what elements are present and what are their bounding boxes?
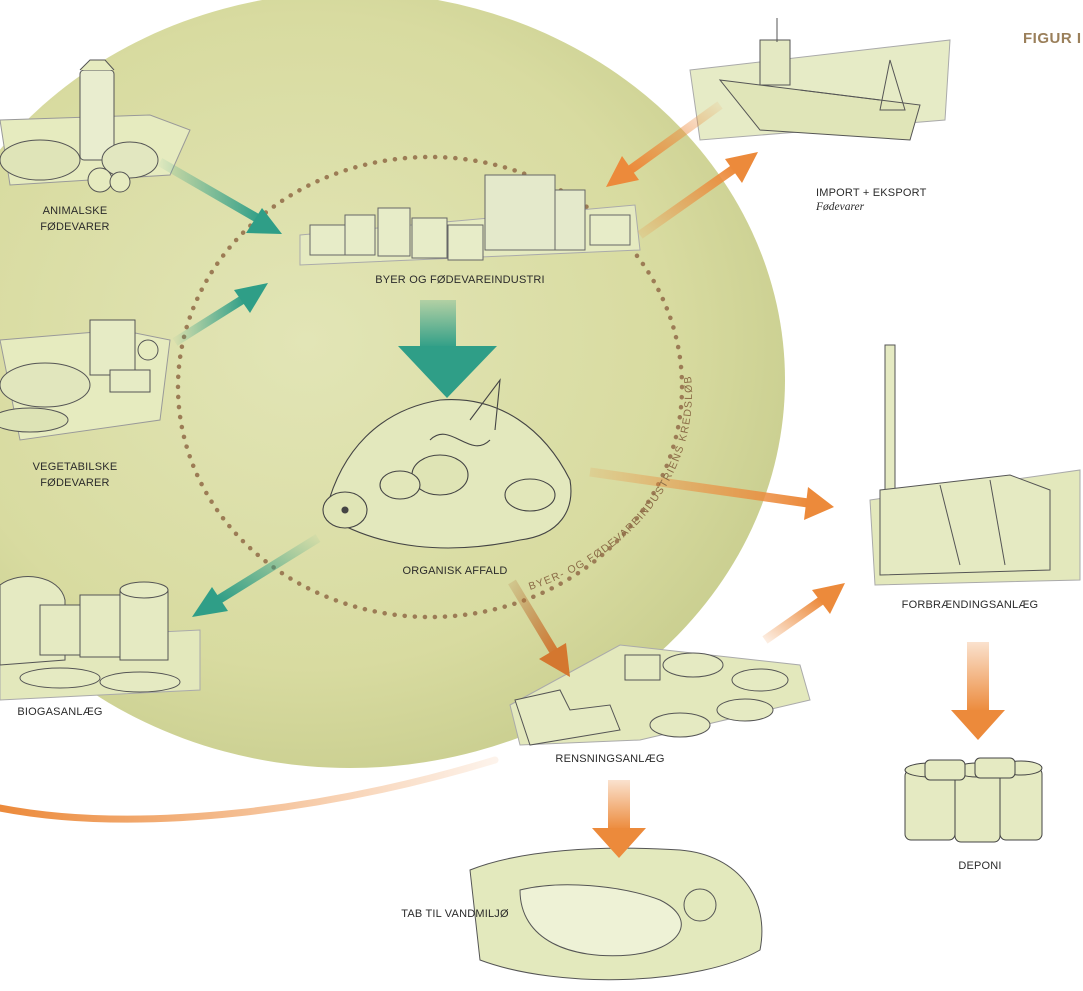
arrow-vegetable-to-cities bbox=[172, 283, 268, 346]
organic-waste-illustration bbox=[322, 378, 572, 549]
vegetable-food-line1: VEGETABILSKE bbox=[32, 461, 118, 473]
treatment-label: RENSNINGSANLÆG bbox=[555, 753, 665, 765]
organic-waste-label: ORGANISK AFFALD bbox=[402, 565, 508, 577]
animal-food-illustration bbox=[0, 59, 191, 193]
ship-illustration bbox=[689, 18, 951, 141]
import-export-label: IMPORT + EKSPORT bbox=[816, 187, 927, 199]
arrow-waste-to-treatment bbox=[508, 579, 570, 677]
incineration-illustration bbox=[869, 344, 1081, 586]
water-loss-label: TAB TIL VANDMILJØ bbox=[401, 908, 509, 920]
arrow-waste-to-biogas bbox=[192, 534, 321, 617]
arrow-incineration-to-landfill bbox=[951, 642, 1005, 740]
arrow-treatment-to-water bbox=[592, 780, 646, 858]
arrow-animal-to-cities bbox=[157, 158, 282, 234]
biogas-label: BIOGASANLÆG bbox=[17, 706, 103, 718]
animal-food-line1: ANIMALSKE bbox=[42, 205, 108, 217]
cycle-dotted-ring bbox=[175, 154, 685, 620]
arrow-waste-to-incineration bbox=[589, 467, 834, 520]
arrow-cities-to-waste bbox=[398, 300, 497, 398]
water-loss-illustration bbox=[469, 847, 763, 981]
arrow-import bbox=[606, 101, 723, 187]
import-export-sub: Fødevarer bbox=[816, 201, 865, 213]
vegetable-food-label: VEGETABILSKE FØDEVARER bbox=[15, 459, 135, 491]
landfill-label: DEPONI bbox=[958, 860, 1002, 872]
biogas-illustration bbox=[0, 576, 201, 701]
cities-industry-illustration bbox=[299, 174, 641, 266]
arrow-export bbox=[637, 152, 758, 239]
animal-food-label: ANIMALSKE FØDEVARER bbox=[20, 203, 130, 235]
cities-industry-label: BYER OG FØDEVAREINDUSTRI bbox=[375, 274, 545, 286]
incineration-label: FORBRÆNDINGSANLÆG bbox=[901, 599, 1039, 611]
landfill-illustration bbox=[904, 757, 1043, 843]
treatment-illustration bbox=[509, 644, 811, 746]
arrow-treatment-to-incineration bbox=[762, 583, 845, 644]
vegetable-food-illustration bbox=[0, 319, 171, 441]
return-curve-arrow bbox=[0, 756, 499, 823]
figure-label: FIGUR I bbox=[1023, 30, 1082, 47]
vegetable-food-line2: FØDEVARER bbox=[40, 477, 110, 489]
animal-food-line2: FØDEVARER bbox=[40, 221, 110, 233]
city-cycle-ellipse bbox=[0, 0, 785, 768]
